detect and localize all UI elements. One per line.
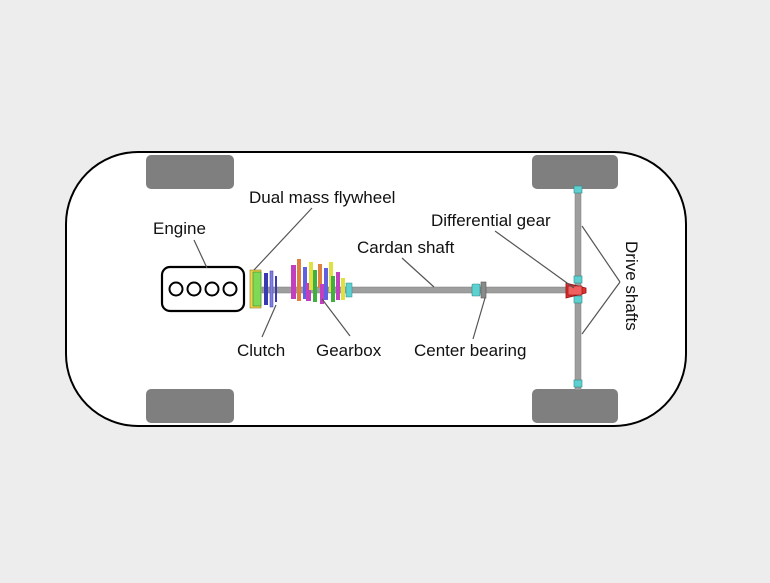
engine-block: [160, 265, 246, 313]
dual-mass-flywheel: [249, 269, 262, 309]
leader-flywheel: [253, 207, 313, 271]
clutch: [264, 270, 277, 308]
leader-gearbox: [321, 298, 351, 337]
axle-joint-upper-inner: [573, 275, 583, 284]
axle-joint-lower-inner: [573, 295, 583, 304]
label-cardan-shaft: Cardan shaft: [357, 238, 455, 257]
wheel-front-left: [146, 155, 234, 189]
label-center-bearing: Center bearing: [414, 341, 526, 360]
label-drive-shafts: Drive shafts: [622, 241, 641, 331]
engine-cylinder-icon: [168, 281, 184, 297]
engine-cylinder-icon: [222, 281, 238, 297]
wheel-rear-left: [532, 155, 618, 189]
leader-cardan-shaft: [401, 257, 435, 288]
label-dual-mass-flywheel: Dual mass flywheel: [249, 188, 395, 207]
label-engine: Engine: [153, 219, 206, 238]
wheel-rear-right: [532, 389, 618, 423]
leader-drive-shaft-lower: [581, 281, 621, 335]
leader-clutch: [261, 304, 277, 338]
engine-cylinder-icon: [204, 281, 220, 297]
gearbox: [291, 259, 353, 304]
leader-drive-shaft-upper: [581, 225, 621, 283]
center-bearing-joint: [471, 283, 481, 297]
label-gearbox: Gearbox: [316, 341, 382, 360]
differential-gear: [565, 282, 587, 299]
axle-joint-top: [573, 185, 583, 194]
leader-center-bearing: [472, 297, 486, 340]
leader-engine: [193, 239, 208, 269]
engine-cylinder-icon: [186, 281, 202, 297]
leader-differential: [494, 230, 575, 289]
axle-joint-bottom: [573, 379, 583, 388]
leader-lines: [193, 207, 621, 340]
label-clutch: Clutch: [237, 341, 285, 360]
wheel-front-right: [146, 389, 234, 423]
center-bearing: [480, 281, 487, 299]
label-differential-gear: Differential gear: [431, 211, 551, 230]
